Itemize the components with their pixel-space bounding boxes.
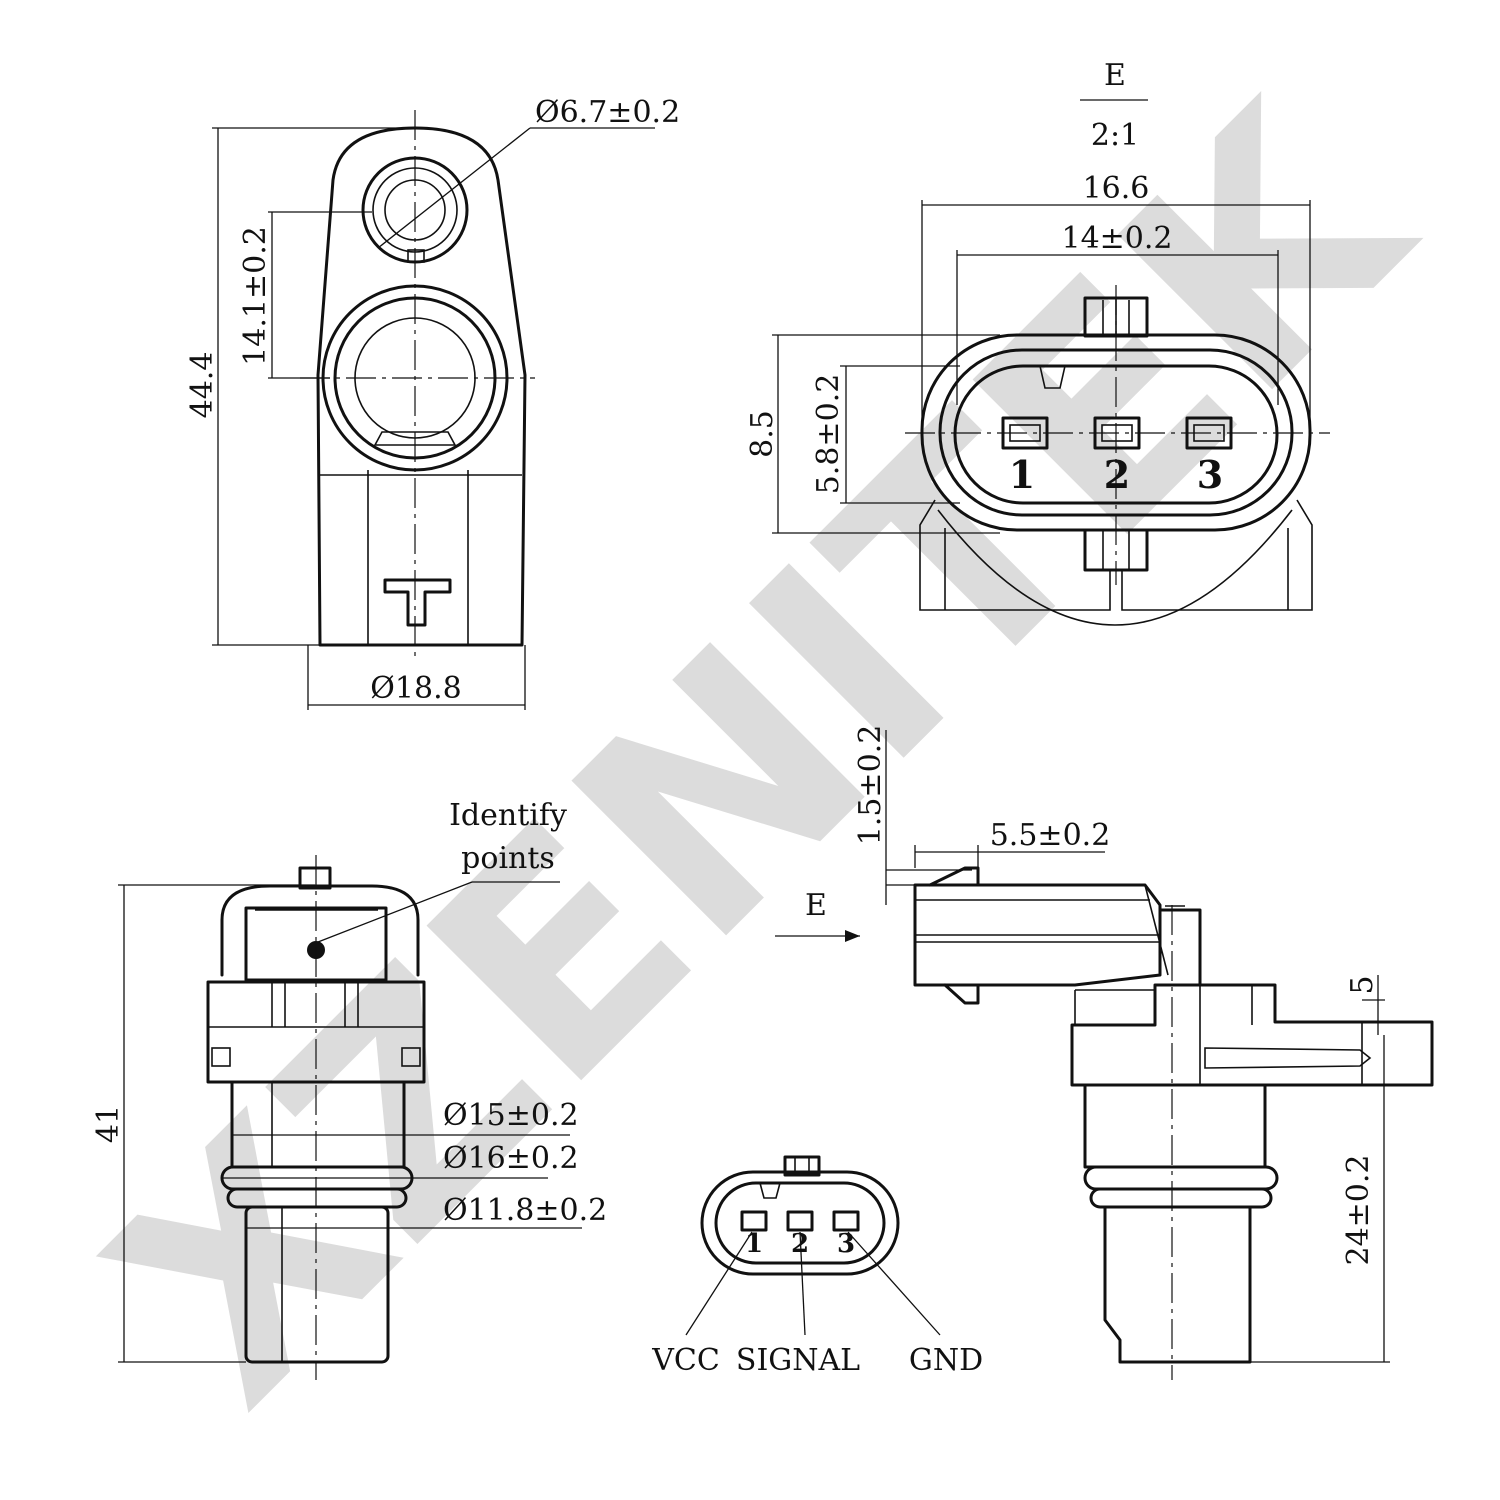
- pinout-pin-3-label: 3: [837, 1229, 855, 1259]
- side-flange-dim: 5: [1345, 975, 1380, 994]
- detail-inner-width-dim: 14±0.2: [1061, 221, 1172, 256]
- front-dia-11-8-dim: Ø11.8±0.2: [443, 1193, 607, 1228]
- pinout-vcc-label: VCC: [651, 1343, 720, 1378]
- side-length-dim: 24±0.2: [1341, 1154, 1376, 1265]
- front-dia-15-dim: Ø15±0.2: [443, 1098, 579, 1133]
- pinout-signal-label: SIGNAL: [736, 1343, 860, 1378]
- top-small-bore-dim: Ø6.7±0.2: [535, 95, 680, 130]
- front-dia-16-dim: Ø16±0.2: [443, 1141, 579, 1176]
- pinout-pin-2: [786, 1210, 814, 1232]
- side-tab-length-dim: 5.5±0.2: [990, 818, 1111, 853]
- top-view: 44.4 14.1±0.2 Ø6.7±0.2 Ø18.8: [185, 95, 680, 710]
- top-center-distance-dim: 14.1±0.2: [238, 226, 273, 366]
- detail-pin-3-label: 3: [1197, 452, 1223, 497]
- detail-view-label: E: [1104, 58, 1126, 93]
- identify-label-line2: points: [461, 841, 555, 876]
- pinout-view: 1 2 3 VCC SIGNAL GND: [651, 1155, 983, 1378]
- side-view: E 1.5±0.2 5.5±0.2: [775, 725, 1434, 1380]
- side-tab-thickness-dim: 1.5±0.2: [853, 725, 888, 846]
- pinout-pin-1: [740, 1210, 768, 1232]
- detail-pin-1-label: 1: [1009, 452, 1035, 497]
- detail-scale-label: 2:1: [1091, 118, 1139, 153]
- pinout-gnd-label: GND: [909, 1343, 983, 1378]
- top-width-dim: Ø18.8: [370, 671, 461, 706]
- top-height-dim: 44.4: [185, 352, 220, 419]
- detail-outer-height-dim: 8.5: [745, 410, 780, 458]
- detail-inner-height-dim: 5.8±0.2: [811, 374, 846, 495]
- detail-outer-width-dim: 16.6: [1083, 171, 1150, 206]
- pinout-pin-1-label: 1: [745, 1229, 763, 1259]
- detail-pin-2-label: 2: [1104, 452, 1130, 497]
- front-height-dim: 41: [91, 1105, 126, 1143]
- front-view: Identify points Ø15±0.2 Ø16±0.2 Ø11.8±0.…: [91, 798, 607, 1380]
- identify-label-line1: Identify: [449, 798, 567, 833]
- side-view-arrow-label: E: [805, 888, 827, 923]
- connector-detail-view: E 2:1 1: [745, 58, 1330, 626]
- pinout-pin-3: [832, 1210, 860, 1232]
